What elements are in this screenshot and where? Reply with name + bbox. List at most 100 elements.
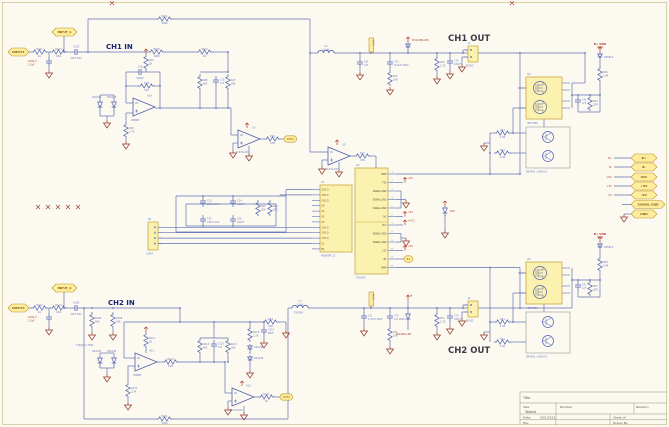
diode[interactable] <box>596 242 604 252</box>
port-gnd[interactable]: GND <box>630 209 658 219</box>
net-out2[interactable]: OUT2 <box>279 393 293 401</box>
port-b-plus[interactable]: B+ <box>630 153 658 163</box>
diode[interactable] <box>596 52 604 62</box>
power-flag[interactable]: B+ VDD <box>594 232 607 242</box>
port-5v[interactable]: +5V <box>630 181 658 191</box>
diode[interactable] <box>111 100 117 112</box>
port-signal-gnd[interactable]: SIGNAL GND <box>630 200 666 209</box>
diode[interactable] <box>442 206 448 218</box>
net-out1[interactable]: OUT1 <box>283 135 297 143</box>
power-flag[interactable] <box>442 200 448 206</box>
capacitor[interactable] <box>46 57 52 67</box>
diode[interactable] <box>97 356 103 368</box>
diode[interactable] <box>97 100 103 112</box>
port-input-2[interactable]: INPUT_2 <box>51 283 78 293</box>
driver-q5[interactable]: 2N5401 / 2N5551 <box>525 311 571 359</box>
capacitor[interactable] <box>46 313 52 323</box>
power-flag[interactable] <box>143 48 149 54</box>
driver-q4[interactable]: 2N5401 / 2N5551 <box>525 126 571 174</box>
diode[interactable] <box>111 356 117 368</box>
port-vcc[interactable]: VCC <box>630 172 658 182</box>
net-out1-tag[interactable]: OUT1 <box>368 37 374 53</box>
diode[interactable] <box>404 42 412 52</box>
power-flag[interactable]: +VCC <box>402 219 415 226</box>
power-flag[interactable] <box>405 36 411 42</box>
power-flag[interactable]: +5V <box>402 210 413 217</box>
port-input-1[interactable]: INPUT_1 <box>51 27 78 37</box>
power-flag[interactable] <box>239 380 245 386</box>
net-b1[interactable]: B1 <box>403 255 414 263</box>
port-neg5v[interactable]: -5V <box>630 190 658 200</box>
diode[interactable] <box>405 312 411 324</box>
power-flag[interactable] <box>334 139 340 145</box>
port-b-minus[interactable]: B- <box>630 162 658 172</box>
power-flag[interactable]: B+ VDD <box>594 42 607 52</box>
diode[interactable] <box>246 344 254 354</box>
port-input2[interactable]: INPUT2 <box>7 303 30 313</box>
power-flag[interactable] <box>244 122 250 128</box>
power-flag[interactable] <box>143 326 149 332</box>
